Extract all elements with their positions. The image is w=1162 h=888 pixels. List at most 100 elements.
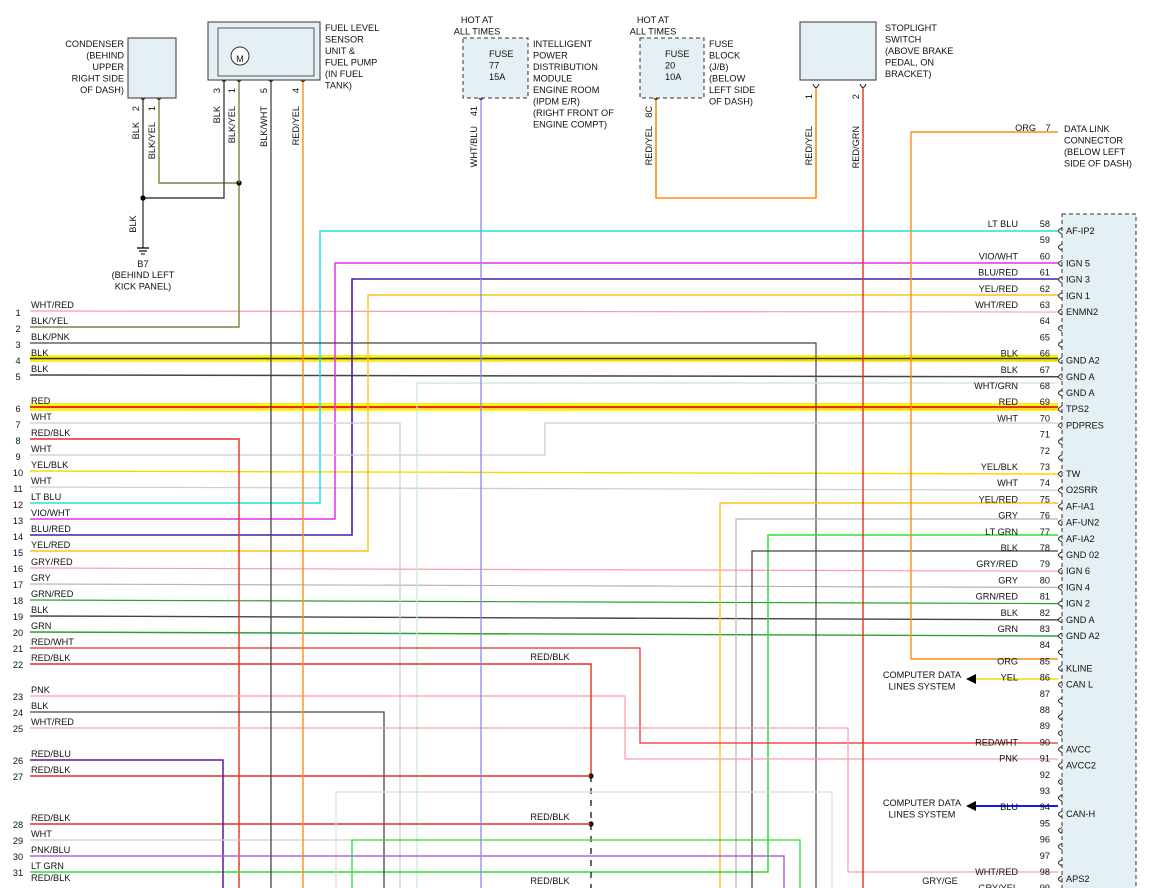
pin-number: 97	[1040, 851, 1050, 861]
component-label: FUSE	[709, 39, 734, 49]
left-wire-label: RED/BLK	[31, 873, 71, 883]
right-wire-label: YEL	[1001, 673, 1018, 683]
right-wire-label: WHT/RED	[975, 300, 1018, 310]
component-label: SWITCH	[885, 35, 921, 45]
component-label: CONDENSER	[65, 39, 124, 49]
component-label: MODULE	[533, 74, 572, 84]
left-pin-number: 30	[13, 852, 23, 862]
left-wire-label: WHT/RED	[31, 717, 74, 727]
motor-letter: M	[236, 54, 244, 64]
pin-terminal	[1058, 762, 1063, 770]
wire-label: BLK	[128, 214, 138, 232]
wire-label: RED/YEL	[644, 126, 654, 165]
pin-function: PDPRES	[1066, 420, 1104, 430]
pin-number: 82	[1040, 608, 1050, 618]
left-wire-label: WHT	[31, 476, 52, 486]
component-label: FUEL LEVEL	[325, 23, 379, 33]
component-label: UNIT &	[325, 46, 355, 56]
left-wire-label: GRN/RED	[31, 589, 74, 599]
pin-function: AF-UN2	[1066, 518, 1099, 528]
component-label: RIGHT SIDE	[72, 74, 124, 84]
wire	[30, 230, 1058, 504]
left-wire-label: LT BLU	[31, 492, 61, 502]
left-wire-label: BLU/RED	[31, 524, 71, 534]
pin-terminal	[1058, 859, 1063, 867]
left-wire-label: BLK	[31, 701, 49, 711]
right-wire-label: RED/WHT	[975, 737, 1018, 747]
pin-number: 81	[1040, 592, 1050, 602]
pin-terminal	[1058, 875, 1063, 883]
left-wire-label: LT GRN	[31, 861, 64, 871]
pin-terminal	[1058, 567, 1063, 575]
right-wire-label: WHT/GRN	[974, 381, 1018, 391]
pin-terminal	[1058, 583, 1063, 591]
left-wire-label: YEL/RED	[31, 540, 71, 550]
left-wire-label: GRY	[31, 573, 51, 583]
pin-function: AF-IA1	[1066, 501, 1095, 511]
left-pin-number: 11	[13, 484, 23, 494]
left-wire-label: WHT	[31, 444, 52, 454]
pin-terminal	[1058, 600, 1063, 608]
pin-function: O2SRR	[1066, 485, 1098, 495]
left-pin-number: 12	[13, 500, 23, 510]
mid-wire-label: RED/BLK	[530, 812, 570, 822]
left-pin-number: 4	[15, 356, 20, 366]
pin-number: 71	[1040, 430, 1050, 440]
pin-number: 93	[1040, 786, 1050, 796]
right-wire-label: LT BLU	[988, 219, 1018, 229]
wire	[30, 278, 1058, 536]
right-wire-label: BLU	[1000, 802, 1018, 812]
left-wire-label: WHT	[31, 412, 52, 422]
pin-function: IGN 5	[1066, 258, 1090, 268]
pin-number: 3	[212, 88, 222, 93]
component-label: 10A	[665, 72, 682, 82]
pin-terminal	[812, 83, 820, 88]
pin-number: 98	[1040, 867, 1050, 877]
component-label: DATA LINK	[1064, 124, 1110, 134]
left-pin-number: 7	[15, 420, 20, 430]
component-label: SIDE OF DASH)	[1064, 159, 1132, 169]
pin-number: 58	[1040, 219, 1050, 229]
pin-number: 59	[1040, 235, 1050, 245]
component-label: 77	[489, 61, 499, 71]
right-wire-label: BLK	[1001, 365, 1019, 375]
component-label: CONNECTOR	[1064, 136, 1123, 146]
pin-function: APS2	[1066, 874, 1090, 884]
pin-function: GND 02	[1066, 550, 1099, 560]
component-label: LINES SYSTEM	[889, 810, 956, 820]
pin-number: 1	[147, 106, 157, 111]
wire	[30, 438, 240, 888]
left-pin-number: 16	[13, 564, 23, 574]
wire	[30, 663, 592, 776]
pin-number: 72	[1040, 446, 1050, 456]
component-label: OF DASH)	[709, 97, 753, 107]
right-wire-label: WHT	[997, 478, 1018, 488]
wire	[30, 183, 240, 328]
right-wire-label: YEL/RED	[979, 494, 1019, 504]
pin-number: 66	[1040, 349, 1050, 359]
through-wire	[29, 599, 1059, 605]
wire	[719, 502, 1058, 888]
component-label: HOT AT	[461, 15, 494, 25]
pin-terminal	[1058, 292, 1063, 300]
component-label: (BELOW	[709, 74, 746, 84]
through-wire	[29, 310, 1059, 313]
left-pin-number: 18	[13, 596, 23, 606]
pin-terminal	[1058, 324, 1063, 332]
pin-number: 64	[1040, 316, 1050, 326]
through-wire	[29, 631, 1059, 637]
wire-label: BLK/YEL	[227, 106, 237, 143]
right-wire-label: WHT	[997, 413, 1018, 423]
pin-number: 7	[1045, 123, 1050, 133]
pin-terminal	[1058, 276, 1063, 284]
pin-function: TPS2	[1066, 404, 1089, 414]
wire-label: BLK/WHT	[259, 106, 269, 147]
left-wire-label: BLK/YEL	[31, 316, 68, 326]
mid-wire-label: GRY/GE	[922, 876, 958, 886]
wire-label: WHT/BLU	[469, 126, 479, 167]
pin-terminal	[1058, 616, 1063, 624]
left-pin-number: 14	[13, 532, 23, 542]
pin-terminal	[1058, 519, 1063, 527]
left-wire-label: RED/BLK	[31, 813, 71, 823]
wire-label: BLK/YEL	[147, 122, 157, 159]
